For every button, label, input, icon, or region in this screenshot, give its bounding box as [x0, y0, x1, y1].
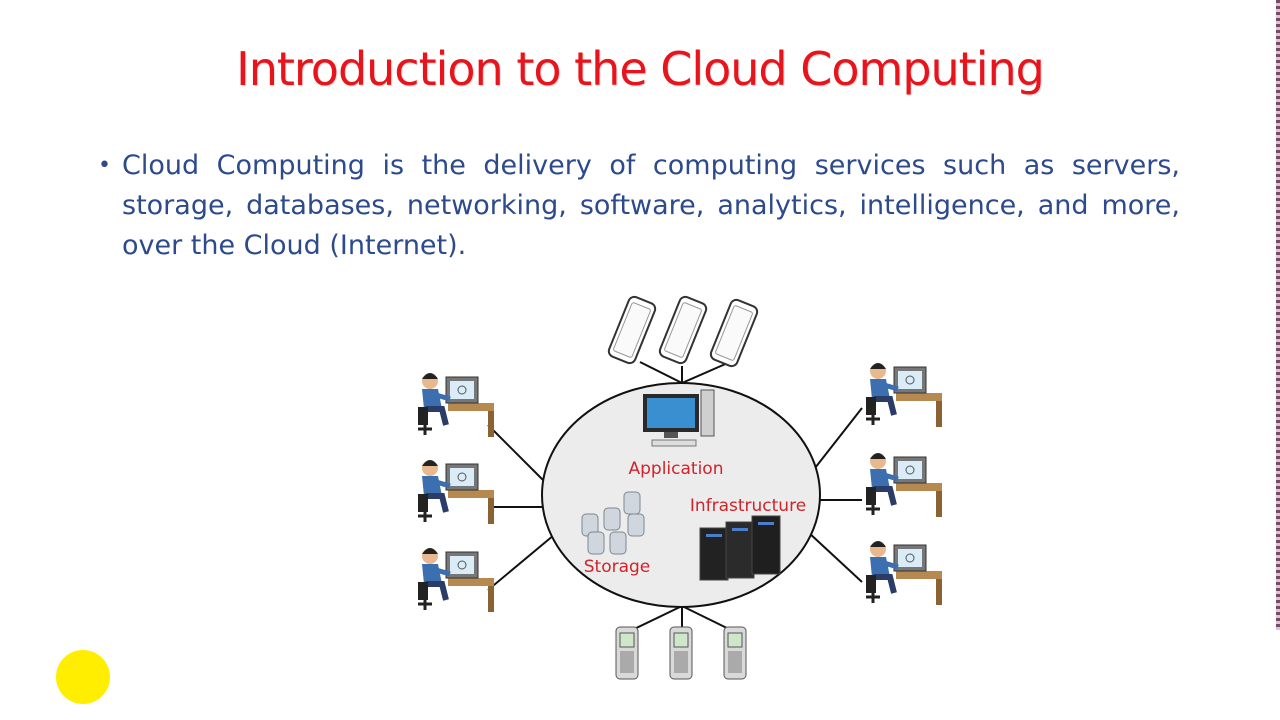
desktop-computer-icon — [643, 389, 715, 447]
slide-edge-border — [1276, 0, 1280, 630]
user-station-icon — [418, 460, 494, 524]
bullet-text: Cloud Computing is the delivery of compu… — [122, 150, 1180, 261]
user-station-icon — [866, 541, 942, 605]
slide-title: Introduction to the Cloud Computing — [236, 42, 1045, 96]
bullet-point: • Cloud Computing is the delivery of com… — [98, 146, 1180, 266]
infrastructure-label: Infrastructure — [690, 496, 806, 516]
mobile-phone-icon — [723, 626, 747, 680]
user-station-icon — [866, 453, 942, 517]
user-station-icon — [418, 548, 494, 612]
user-station-icon — [418, 373, 494, 437]
server-rack-icon — [699, 515, 781, 581]
smartphone-icon — [657, 294, 709, 366]
smartphone-icon — [606, 294, 658, 366]
mobile-phone-icon — [669, 626, 693, 680]
bullet-marker: • — [98, 153, 111, 178]
database-stack-icon — [581, 491, 645, 555]
storage-label: Storage — [584, 557, 651, 577]
mobile-phone-icon — [615, 626, 639, 680]
pointer-highlight — [56, 650, 110, 704]
user-station-icon — [866, 363, 942, 427]
smartphone-icon — [708, 297, 760, 369]
application-label: Application — [629, 459, 724, 479]
